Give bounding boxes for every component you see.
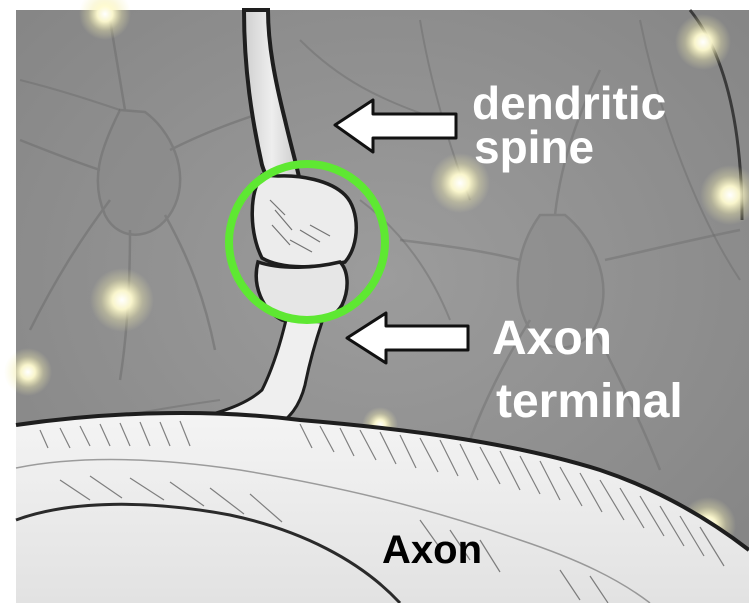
dendritic-spine-label-line1: dendritic [472, 80, 666, 126]
dendritic-spine-label-line2: spine [474, 124, 594, 170]
axon-terminal-label-line2: terminal [496, 378, 683, 426]
axon-terminal-label-line1: Axon [492, 315, 612, 363]
axon-label: Axon [382, 530, 482, 570]
